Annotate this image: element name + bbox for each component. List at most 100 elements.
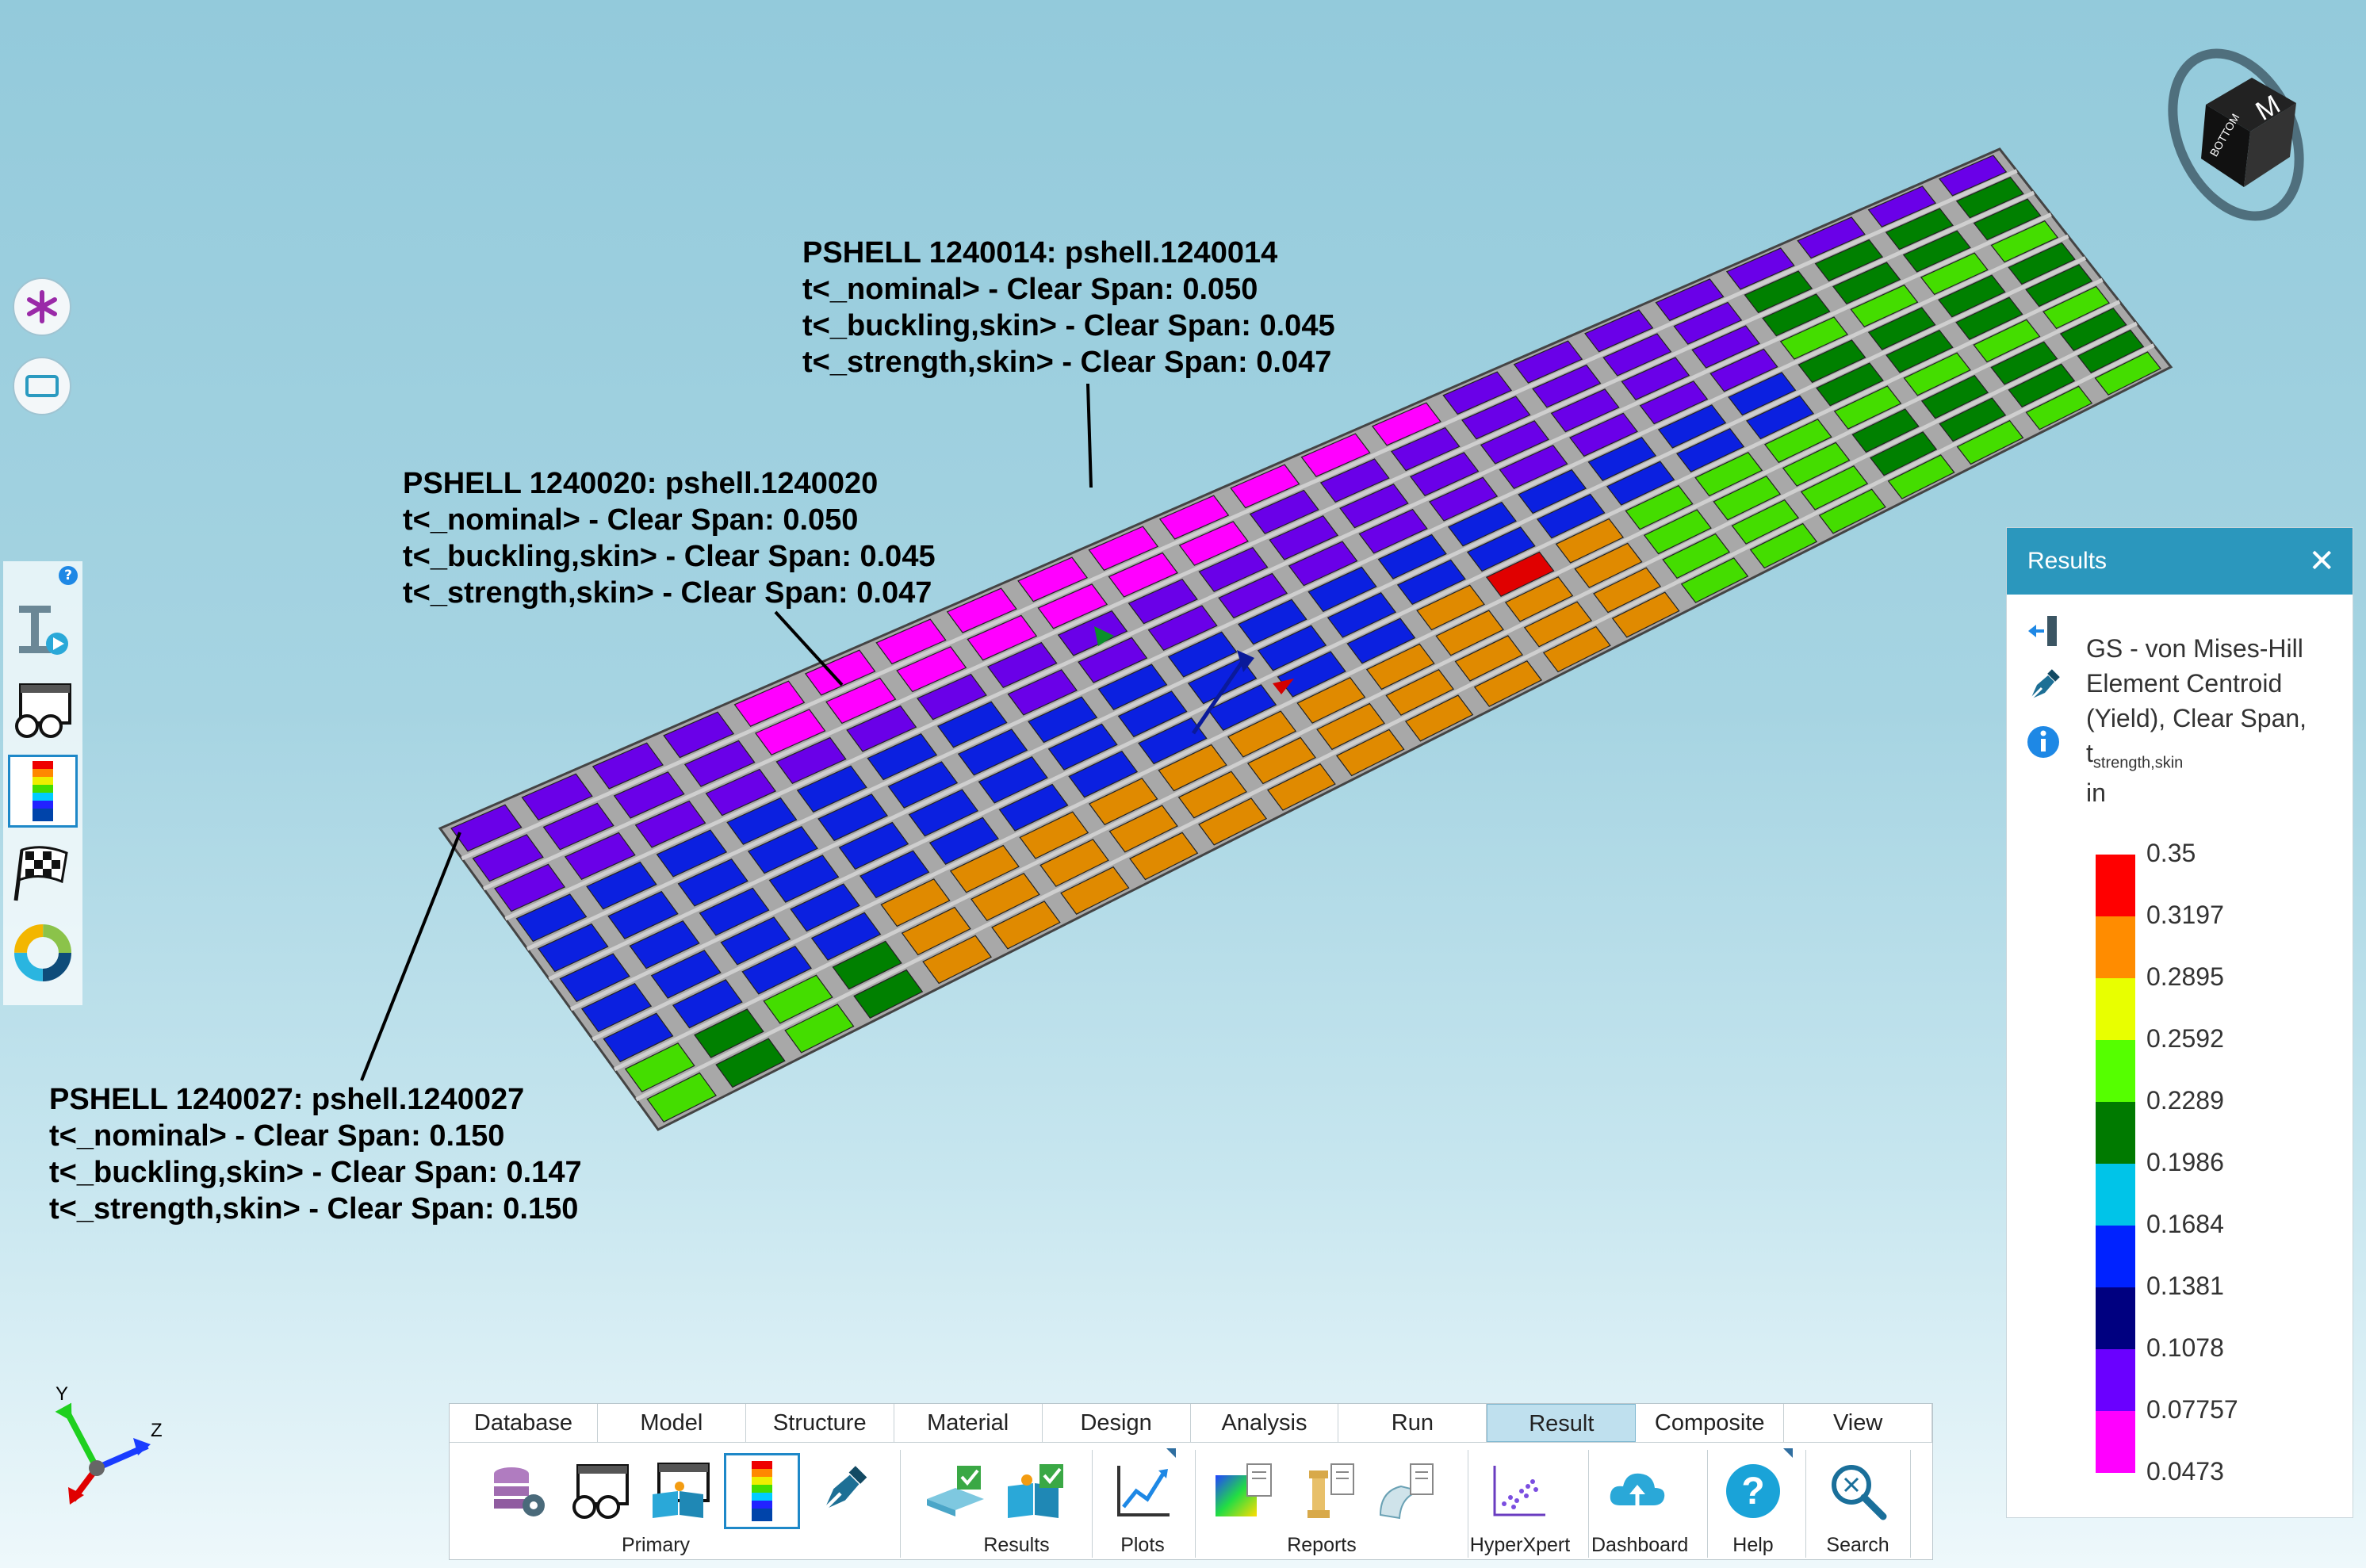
shell-element[interactable] — [1973, 198, 2042, 241]
shell-element[interactable] — [650, 950, 722, 999]
shell-element[interactable] — [1088, 526, 1159, 572]
shell-element[interactable] — [1867, 307, 1936, 350]
shell-element[interactable] — [634, 800, 706, 848]
shell-element[interactable] — [494, 863, 566, 912]
shell-element[interactable] — [1078, 637, 1148, 683]
shell-element[interactable] — [908, 789, 979, 837]
shell-element[interactable] — [1178, 521, 1249, 566]
shell-element[interactable] — [715, 1038, 786, 1088]
shell-element[interactable] — [1621, 357, 1690, 401]
report-surface-button[interactable] — [1368, 1453, 1444, 1529]
shell-element[interactable] — [699, 887, 770, 936]
shell-element[interactable] — [1454, 635, 1524, 682]
shell-element[interactable] — [804, 649, 876, 696]
shell-element[interactable] — [1903, 352, 1971, 396]
shell-element[interactable] — [1763, 419, 1832, 464]
shell-element[interactable] — [867, 733, 938, 781]
shell-element[interactable] — [1108, 552, 1179, 598]
shell-element[interactable] — [1867, 185, 1937, 228]
shell-element[interactable] — [755, 709, 826, 755]
shell-element[interactable] — [624, 1042, 695, 1093]
shell-element[interactable] — [1198, 797, 1268, 846]
shell-element[interactable] — [1713, 475, 1782, 521]
shell-element[interactable] — [1442, 371, 1513, 415]
shell-element[interactable] — [1657, 404, 1727, 449]
shell-element[interactable] — [2025, 385, 2093, 430]
shell-element[interactable] — [521, 773, 593, 821]
hyperxpert-button[interactable] — [1480, 1453, 1556, 1529]
results-check-button[interactable] — [917, 1453, 993, 1529]
shell-element[interactable] — [817, 794, 889, 842]
shell-element[interactable] — [1047, 723, 1118, 771]
shell-element[interactable] — [1782, 442, 1851, 487]
shell-element[interactable] — [1550, 388, 1620, 433]
shell-element[interactable] — [1257, 625, 1327, 671]
shell-element[interactable] — [1833, 385, 1902, 430]
race-flag-tool[interactable] — [8, 836, 78, 908]
contour-tool[interactable] — [8, 755, 78, 828]
shell-element[interactable] — [846, 705, 917, 752]
shell-element[interactable] — [1480, 420, 1550, 465]
shell-element[interactable] — [838, 821, 909, 870]
plots-button[interactable] — [1105, 1453, 1181, 1529]
shell-element[interactable] — [1746, 395, 1815, 440]
shell-element[interactable] — [1602, 333, 1672, 377]
tab-database[interactable]: Database — [450, 1404, 598, 1442]
shell-element[interactable] — [859, 850, 930, 899]
view-cube[interactable]: BOTTOM M — [2157, 32, 2315, 230]
shell-element[interactable] — [1939, 397, 2007, 442]
shell-element[interactable] — [1709, 348, 1778, 392]
shell-element[interactable] — [683, 740, 756, 787]
shell-element[interactable] — [917, 673, 987, 721]
shell-element[interactable] — [537, 923, 609, 973]
shell-element[interactable] — [1198, 546, 1269, 593]
shell-element[interactable] — [1365, 643, 1435, 690]
shell-element[interactable] — [875, 618, 947, 665]
shell-element[interactable] — [1207, 684, 1277, 731]
shell-element[interactable] — [1390, 426, 1461, 472]
shell-element[interactable] — [1850, 284, 1919, 327]
shell-element[interactable] — [1230, 464, 1300, 509]
shell-element[interactable] — [1797, 339, 1866, 384]
shell-element[interactable] — [928, 817, 999, 865]
shell-element[interactable] — [1057, 610, 1128, 656]
shell-element[interactable] — [1523, 601, 1593, 648]
shell-element[interactable] — [1007, 669, 1078, 716]
shell-element[interactable] — [705, 768, 777, 817]
shell-element[interactable] — [1385, 668, 1455, 716]
tab-analysis[interactable]: Analysis — [1191, 1404, 1339, 1442]
shell-element[interactable] — [1956, 419, 2024, 465]
shell-element[interactable] — [832, 940, 902, 990]
shell-element[interactable] — [763, 974, 833, 1024]
shell-element[interactable] — [1680, 557, 1749, 603]
shell-element[interactable] — [825, 677, 897, 725]
shell-element[interactable] — [559, 953, 630, 1003]
shell-element[interactable] — [1404, 694, 1474, 742]
shell-element[interactable] — [1536, 493, 1606, 539]
shell-element[interactable] — [978, 755, 1048, 804]
shell-element[interactable] — [1499, 445, 1568, 490]
shell-element[interactable] — [1569, 412, 1638, 457]
view-glasses-button[interactable] — [562, 1453, 638, 1529]
shell-element[interactable] — [1039, 839, 1109, 887]
shell-element[interactable] — [586, 861, 657, 910]
shell-element[interactable] — [1138, 717, 1208, 765]
shell-element[interactable] — [1655, 278, 1725, 322]
help-button[interactable]: ? — [1715, 1453, 1791, 1529]
shell-element[interactable] — [1060, 866, 1130, 915]
tab-result[interactable]: Result — [1487, 1404, 1637, 1442]
shell-element[interactable] — [1269, 515, 1339, 560]
shell-element[interactable] — [986, 641, 1058, 689]
shell-element[interactable] — [957, 729, 1028, 776]
shell-element[interactable] — [1920, 252, 1989, 296]
shell-element[interactable] — [1300, 433, 1371, 477]
view-cube-face[interactable] — [2201, 105, 2250, 187]
tab-design[interactable]: Design — [1043, 1404, 1191, 1442]
shell-element[interactable] — [949, 844, 1020, 893]
info-button[interactable] — [2023, 721, 2064, 763]
shell-element[interactable] — [1625, 484, 1694, 530]
shell-element[interactable] — [1396, 559, 1466, 606]
snap-button[interactable] — [13, 277, 71, 336]
shell-element[interactable] — [1593, 567, 1662, 614]
shell-element[interactable] — [1887, 454, 1955, 499]
